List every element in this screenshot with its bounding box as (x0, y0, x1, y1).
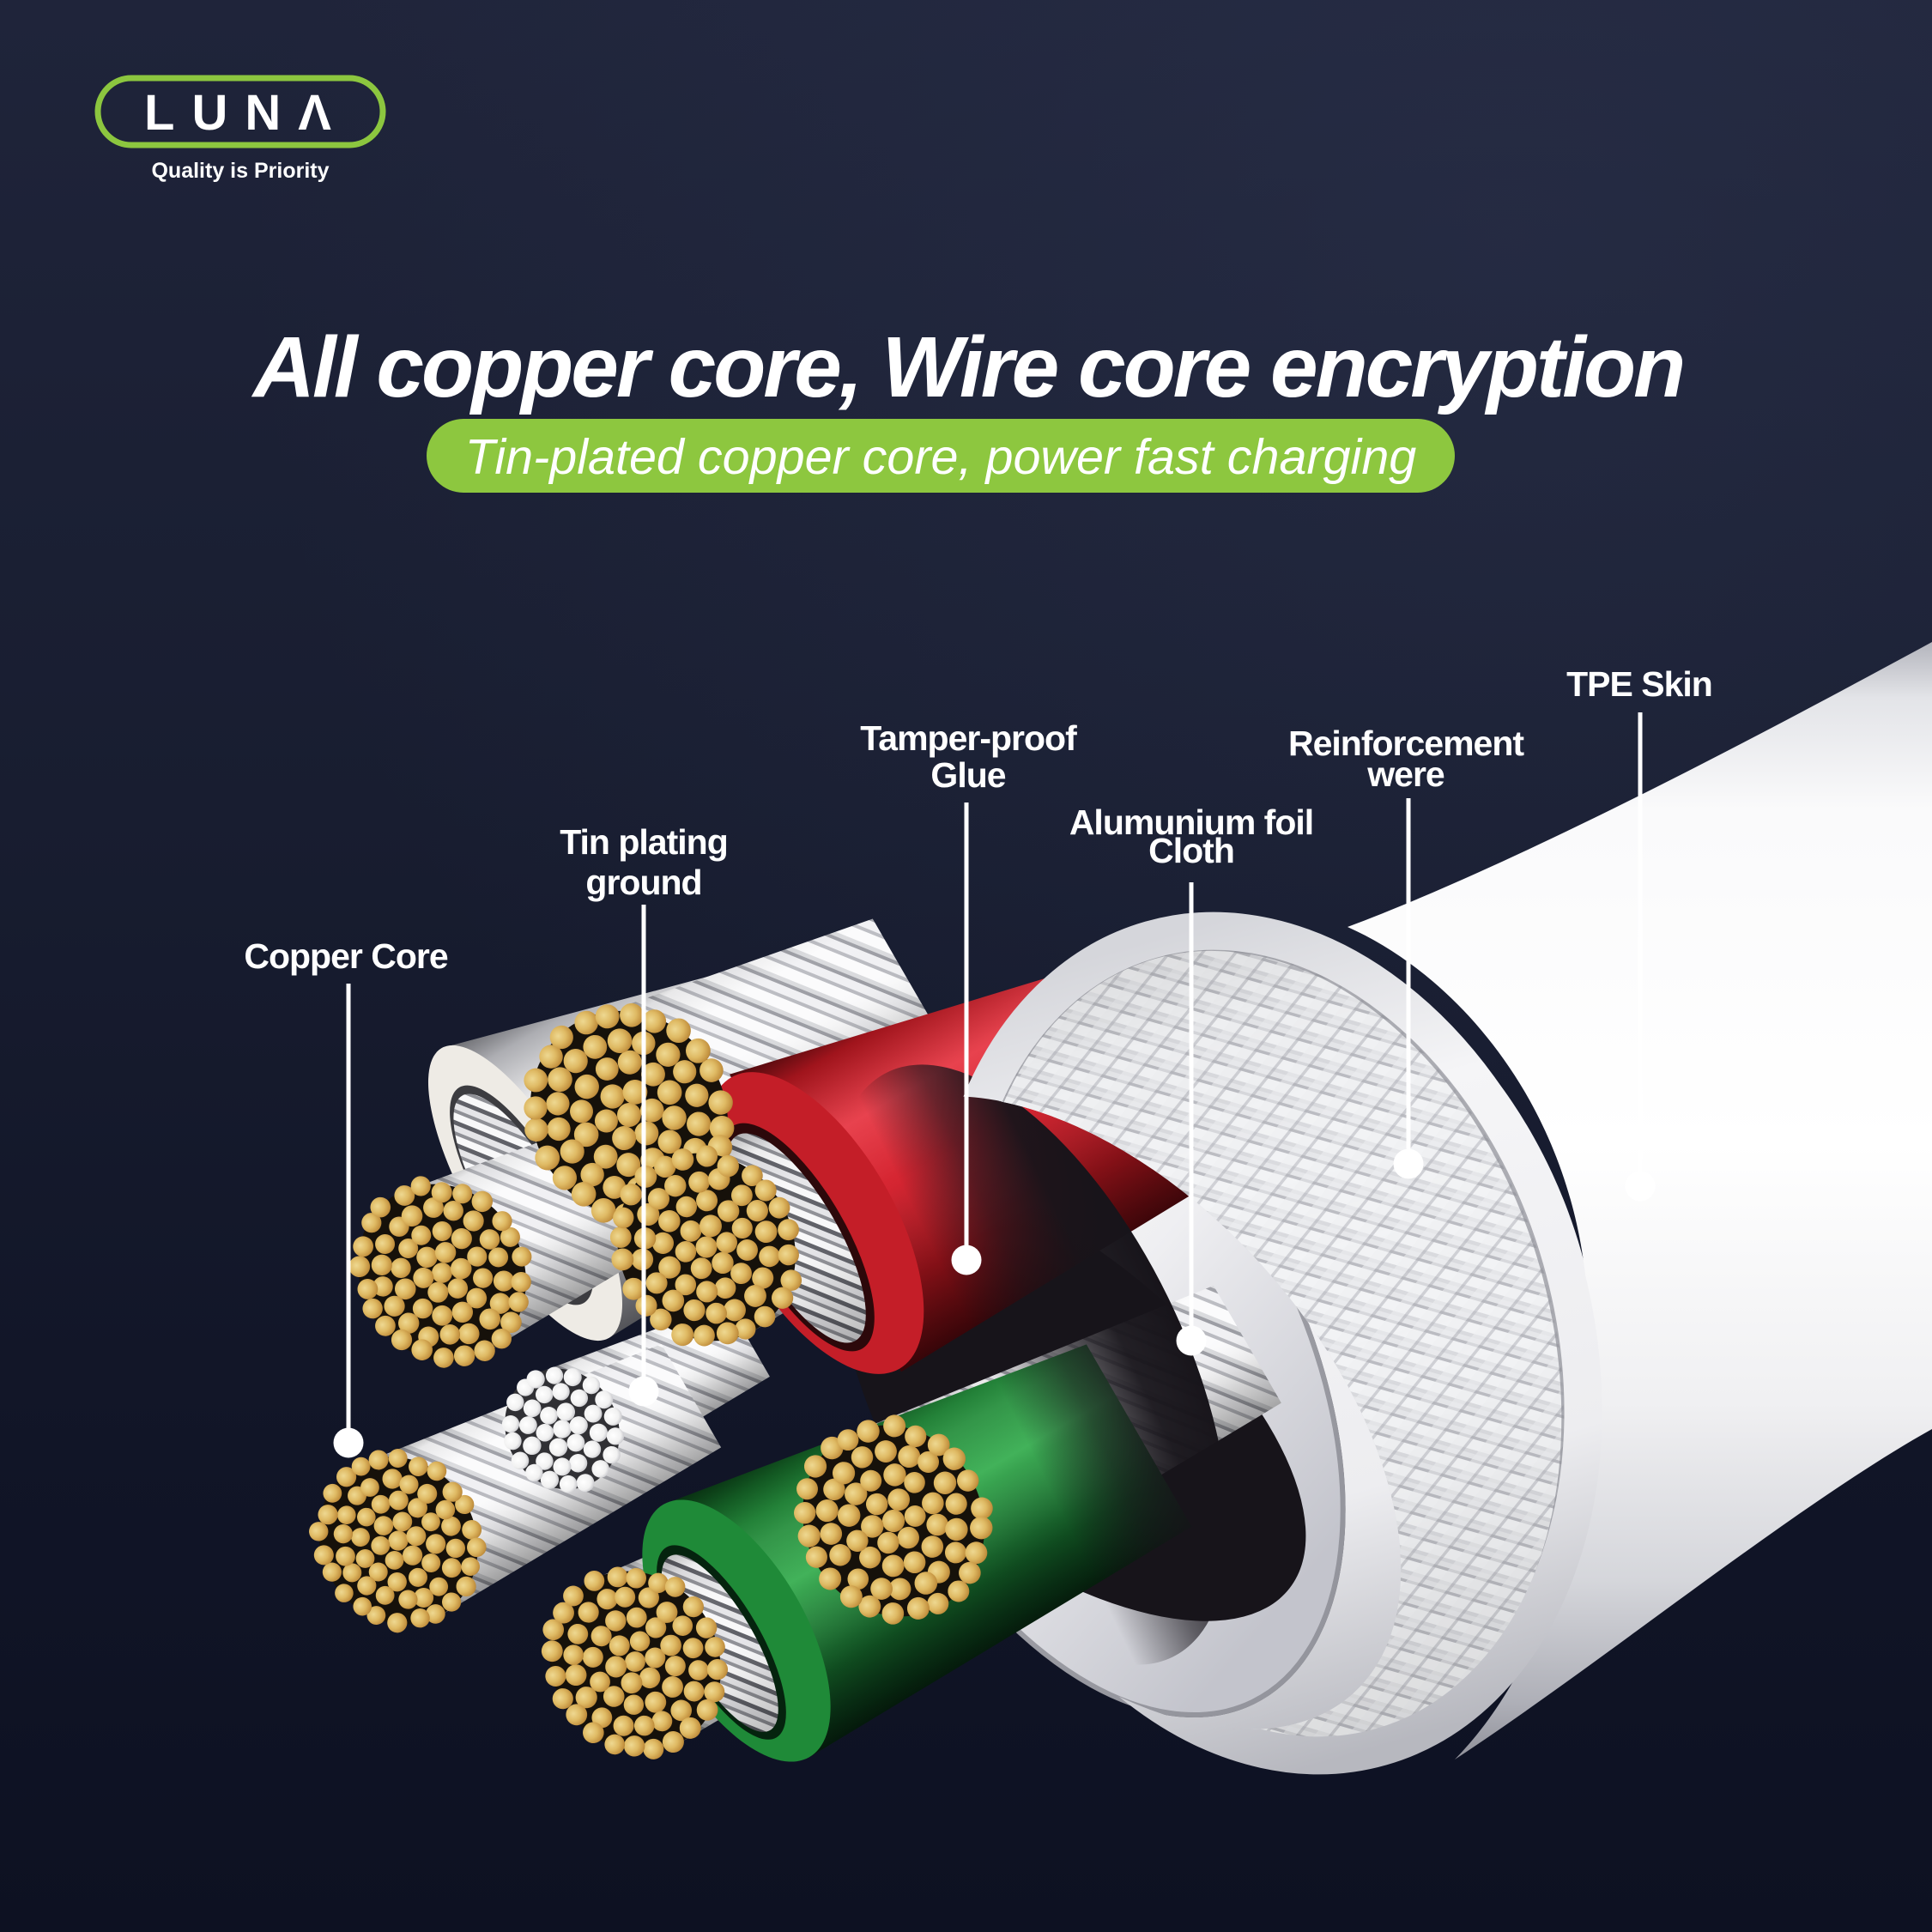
svg-text:Cloth: Cloth (1148, 831, 1234, 870)
svg-text:Glue: Glue (930, 755, 1005, 795)
svg-text:Tin-plated copper core, power: Tin-plated copper core, power fast charg… (465, 430, 1417, 485)
svg-text:were: were (1366, 754, 1444, 794)
svg-text:Alumunium foil: Alumunium foil (1069, 802, 1313, 842)
svg-text:Copper Core: Copper Core (244, 936, 448, 976)
svg-text:TPE Skin: TPE Skin (1566, 664, 1712, 704)
svg-text:ground: ground (585, 863, 701, 902)
svg-text:Reinforcement: Reinforcement (1288, 724, 1524, 763)
svg-text:All copper core, Wire core enc: All copper core, Wire core encryption (251, 319, 1683, 415)
svg-text:Quality is Priority: Quality is Priority (151, 159, 329, 183)
svg-text:LUNΛ: LUNΛ (144, 85, 348, 141)
svg-text:Tamper-proof: Tamper-proof (860, 718, 1077, 758)
svg-text:Tin plating: Tin plating (560, 822, 728, 862)
